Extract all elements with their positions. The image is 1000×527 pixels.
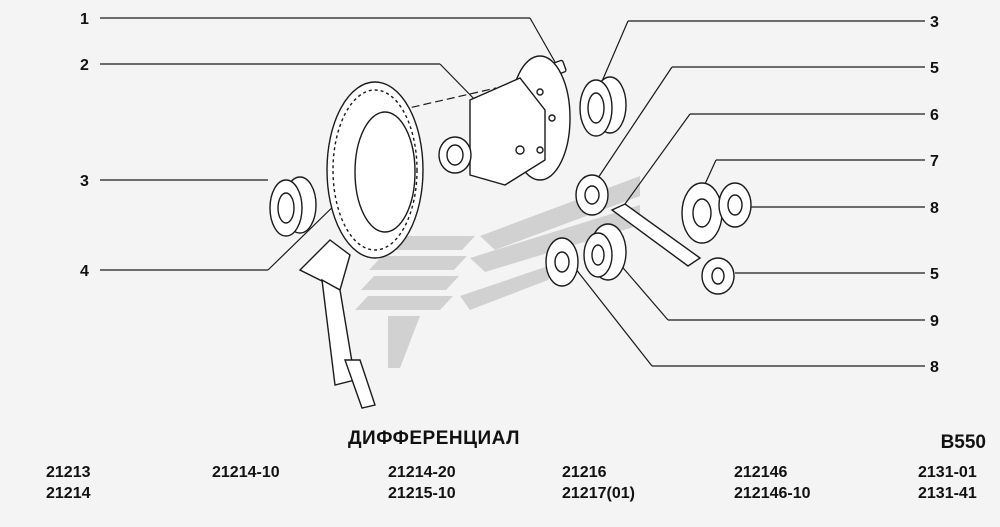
model-list: 21213 21214 21214-10 21214-20 21215-10 2… xyxy=(0,462,1000,522)
model-code: 2131-01 xyxy=(918,464,977,481)
part-4-drive-pinion xyxy=(298,239,376,409)
callout-3-left: 3 xyxy=(80,173,89,190)
part-4-ring-gear xyxy=(326,81,424,259)
callout-labels: 1 2 3 3 4 5 5 6 7 8 8 9 xyxy=(80,11,939,376)
model-code: 21214-10 xyxy=(212,464,280,481)
callout-5-bottom: 5 xyxy=(930,266,939,283)
part-6-satellite-axle xyxy=(610,203,702,267)
model-code: 21215-10 xyxy=(388,485,456,502)
part-9-side-gear-left xyxy=(583,223,627,281)
model-code: 21214 xyxy=(46,485,91,502)
model-code: 21216 xyxy=(562,464,607,481)
callout-7: 7 xyxy=(930,153,939,170)
model-code: 21213 xyxy=(46,464,91,481)
model-group-5: 212146 212146-10 xyxy=(734,462,811,504)
model-code: 2131-41 xyxy=(918,485,977,502)
model-code: 212146 xyxy=(734,464,788,481)
callout-5-top: 5 xyxy=(930,60,939,77)
model-code: 212146-10 xyxy=(734,485,811,502)
callout-4: 4 xyxy=(80,263,89,280)
model-group-3: 21214-20 21215-10 xyxy=(388,462,456,504)
part-2-differential-case xyxy=(438,55,571,186)
callout-1: 1 xyxy=(80,11,89,28)
model-code: 21214-20 xyxy=(388,464,456,481)
model-group-6: 2131-01 2131-41 xyxy=(918,462,977,504)
callout-6: 6 xyxy=(930,107,939,124)
part-8-washer-right xyxy=(718,182,752,228)
callout-2: 2 xyxy=(80,57,89,74)
part-3-bearing-right xyxy=(579,76,627,137)
callout-9: 9 xyxy=(930,313,939,330)
leader-lines xyxy=(100,17,925,367)
part-5-satellite-gear-top xyxy=(575,174,609,216)
part-8-washer-left xyxy=(545,237,579,287)
diagram-code: B550 xyxy=(940,432,986,453)
diagram-title: ДИФФЕРЕНЦИАЛ xyxy=(348,428,520,449)
part-7-side-gear xyxy=(681,182,723,244)
model-group-1: 21213 21214 xyxy=(46,462,91,504)
callout-8-bottom: 8 xyxy=(930,359,939,376)
model-code: 21217(01) xyxy=(562,485,635,502)
model-group-4: 21216 21217(01) xyxy=(562,462,635,504)
part-3-bearing-left xyxy=(269,176,317,237)
part-5-satellite-gear-bottom xyxy=(701,257,735,295)
watermark-logo xyxy=(355,176,640,368)
callout-3-right: 3 xyxy=(930,14,939,31)
model-group-2: 21214-10 xyxy=(212,462,280,483)
callout-8-top: 8 xyxy=(930,200,939,217)
